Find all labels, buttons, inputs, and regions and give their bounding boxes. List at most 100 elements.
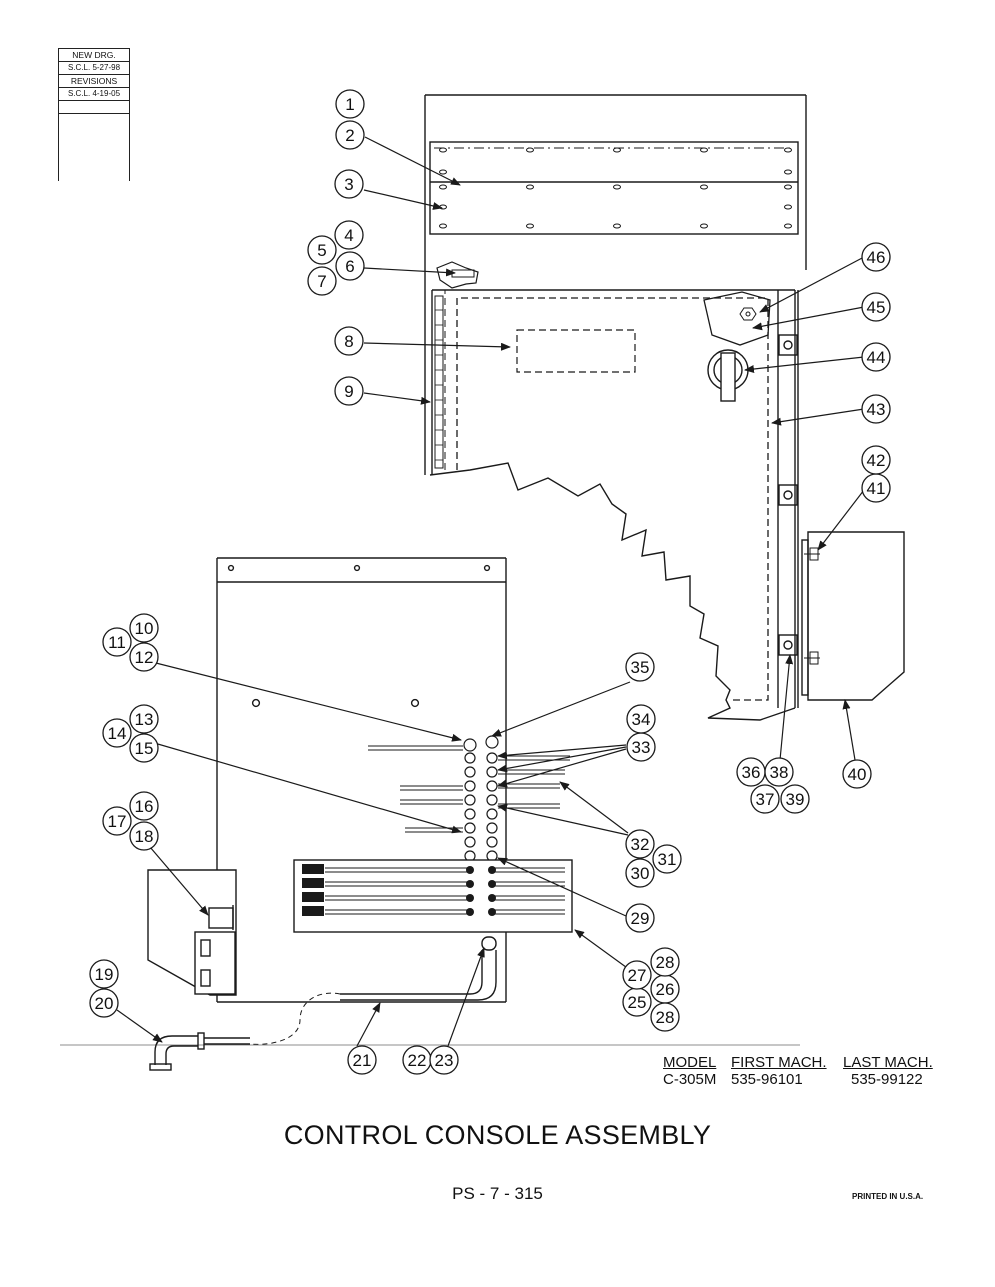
callout-10: 10	[129, 613, 159, 643]
callout-11: 11	[102, 627, 132, 657]
callout-21: 21	[347, 1045, 377, 1075]
model-table-header: MODEL FIRST MACH. LAST MACH.	[663, 1054, 953, 1071]
svg-text:4: 4	[344, 226, 353, 245]
svg-text:16: 16	[135, 797, 154, 816]
callout-14: 14	[102, 718, 132, 748]
callout-31: 31	[652, 844, 682, 874]
callout-9: 9	[334, 376, 364, 406]
upper-cabinet	[424, 94, 905, 721]
svg-text:37: 37	[756, 790, 775, 809]
revision-block: NEW DRG. S.C.L. 5-27-98 REVISIONS S.C.L.…	[58, 48, 130, 181]
callout-27: 27	[622, 960, 652, 990]
revision-empty-row	[59, 101, 129, 114]
callout-40: 40	[842, 759, 872, 789]
svg-text:13: 13	[135, 710, 154, 729]
new-drawing-label: NEW DRG.	[59, 49, 129, 62]
model-table: MODEL FIRST MACH. LAST MACH. C-305M 535-…	[663, 1054, 953, 1088]
svg-text:5: 5	[317, 241, 326, 260]
revisions-label: REVISIONS	[59, 75, 129, 88]
svg-text:36: 36	[742, 763, 761, 782]
callout-26: 26	[650, 974, 680, 1004]
svg-text:23: 23	[435, 1051, 454, 1070]
callout-34: 34	[626, 704, 656, 734]
svg-text:38: 38	[770, 763, 789, 782]
svg-text:6: 6	[345, 257, 354, 276]
svg-text:31: 31	[658, 850, 677, 869]
svg-text:11: 11	[108, 633, 126, 652]
callout-3: 3	[334, 169, 364, 199]
callout-28: 28	[650, 947, 680, 977]
last-mach-header: LAST MACH.	[843, 1054, 933, 1071]
callout-15: 15	[129, 733, 159, 763]
first-mach-value: 535-96101	[731, 1071, 803, 1088]
svg-text:27: 27	[628, 966, 647, 985]
svg-text:26: 26	[656, 980, 675, 999]
svg-text:42: 42	[867, 451, 886, 470]
svg-text:3: 3	[344, 175, 353, 194]
callout-19: 19	[89, 959, 119, 989]
svg-text:35: 35	[631, 658, 650, 677]
svg-text:28: 28	[656, 1008, 675, 1027]
callout-8: 8	[334, 326, 364, 356]
callout-32: 32	[625, 829, 655, 859]
callout-7: 7	[307, 266, 337, 296]
last-mach-value: 535-99122	[851, 1071, 923, 1088]
svg-text:20: 20	[95, 994, 114, 1013]
leader-lines	[116, 136, 865, 1047]
callout-29: 29	[625, 903, 655, 933]
svg-text:40: 40	[848, 765, 867, 784]
callout-28: 28	[650, 1002, 680, 1032]
svg-text:10: 10	[135, 619, 154, 638]
callout-23: 23	[429, 1045, 459, 1075]
svg-text:2: 2	[345, 126, 354, 145]
svg-text:14: 14	[108, 724, 127, 743]
svg-text:17: 17	[108, 812, 127, 831]
callout-18: 18	[129, 821, 159, 851]
svg-text:32: 32	[631, 835, 650, 854]
callout-33: 33	[626, 732, 656, 762]
callout-17: 17	[102, 806, 132, 836]
callout-4: 4	[334, 220, 364, 250]
svg-text:33: 33	[632, 738, 651, 757]
model-table-row: C-305M 535-96101 535-99122	[663, 1071, 953, 1088]
svg-text:44: 44	[867, 348, 886, 367]
callout-25: 25	[622, 987, 652, 1017]
svg-text:25: 25	[628, 993, 647, 1012]
svg-text:21: 21	[353, 1051, 372, 1070]
first-mach-header: FIRST MACH.	[731, 1054, 827, 1071]
svg-text:39: 39	[786, 790, 805, 809]
page-number: PS - 7 - 315	[452, 1184, 543, 1203]
model-header: MODEL	[663, 1054, 717, 1071]
svg-text:8: 8	[344, 332, 353, 351]
callout-1: 1	[335, 89, 365, 119]
callout-16: 16	[129, 791, 159, 821]
svg-text:22: 22	[408, 1051, 427, 1070]
revision-value: S.C.L. 4-19-05	[59, 88, 129, 101]
callout-22: 22	[402, 1045, 432, 1075]
callout-37: 37	[750, 784, 780, 814]
callout-36: 36	[736, 757, 766, 787]
svg-text:15: 15	[135, 739, 154, 758]
callout-13: 13	[129, 704, 159, 734]
callout-2: 2	[335, 120, 365, 150]
callout-45: 45	[861, 292, 891, 322]
printed-note: PRINTED IN U.S.A.	[852, 1192, 924, 1201]
svg-text:46: 46	[867, 248, 886, 267]
callout-30: 30	[625, 858, 655, 888]
callout-42: 42	[861, 445, 891, 475]
callout-38: 38	[764, 757, 794, 787]
new-drawing-value: S.C.L. 5-27-98	[59, 62, 129, 75]
svg-text:9: 9	[344, 382, 353, 401]
callout-20: 20	[89, 988, 119, 1018]
lower-panel	[60, 557, 800, 1071]
svg-text:30: 30	[631, 864, 650, 883]
callout-44: 44	[861, 342, 891, 372]
svg-text:34: 34	[632, 710, 651, 729]
callout-35: 35	[625, 652, 655, 682]
callout-41: 41	[861, 473, 891, 503]
callout-46: 46	[861, 242, 891, 272]
svg-text:43: 43	[867, 400, 886, 419]
svg-text:19: 19	[95, 965, 114, 984]
